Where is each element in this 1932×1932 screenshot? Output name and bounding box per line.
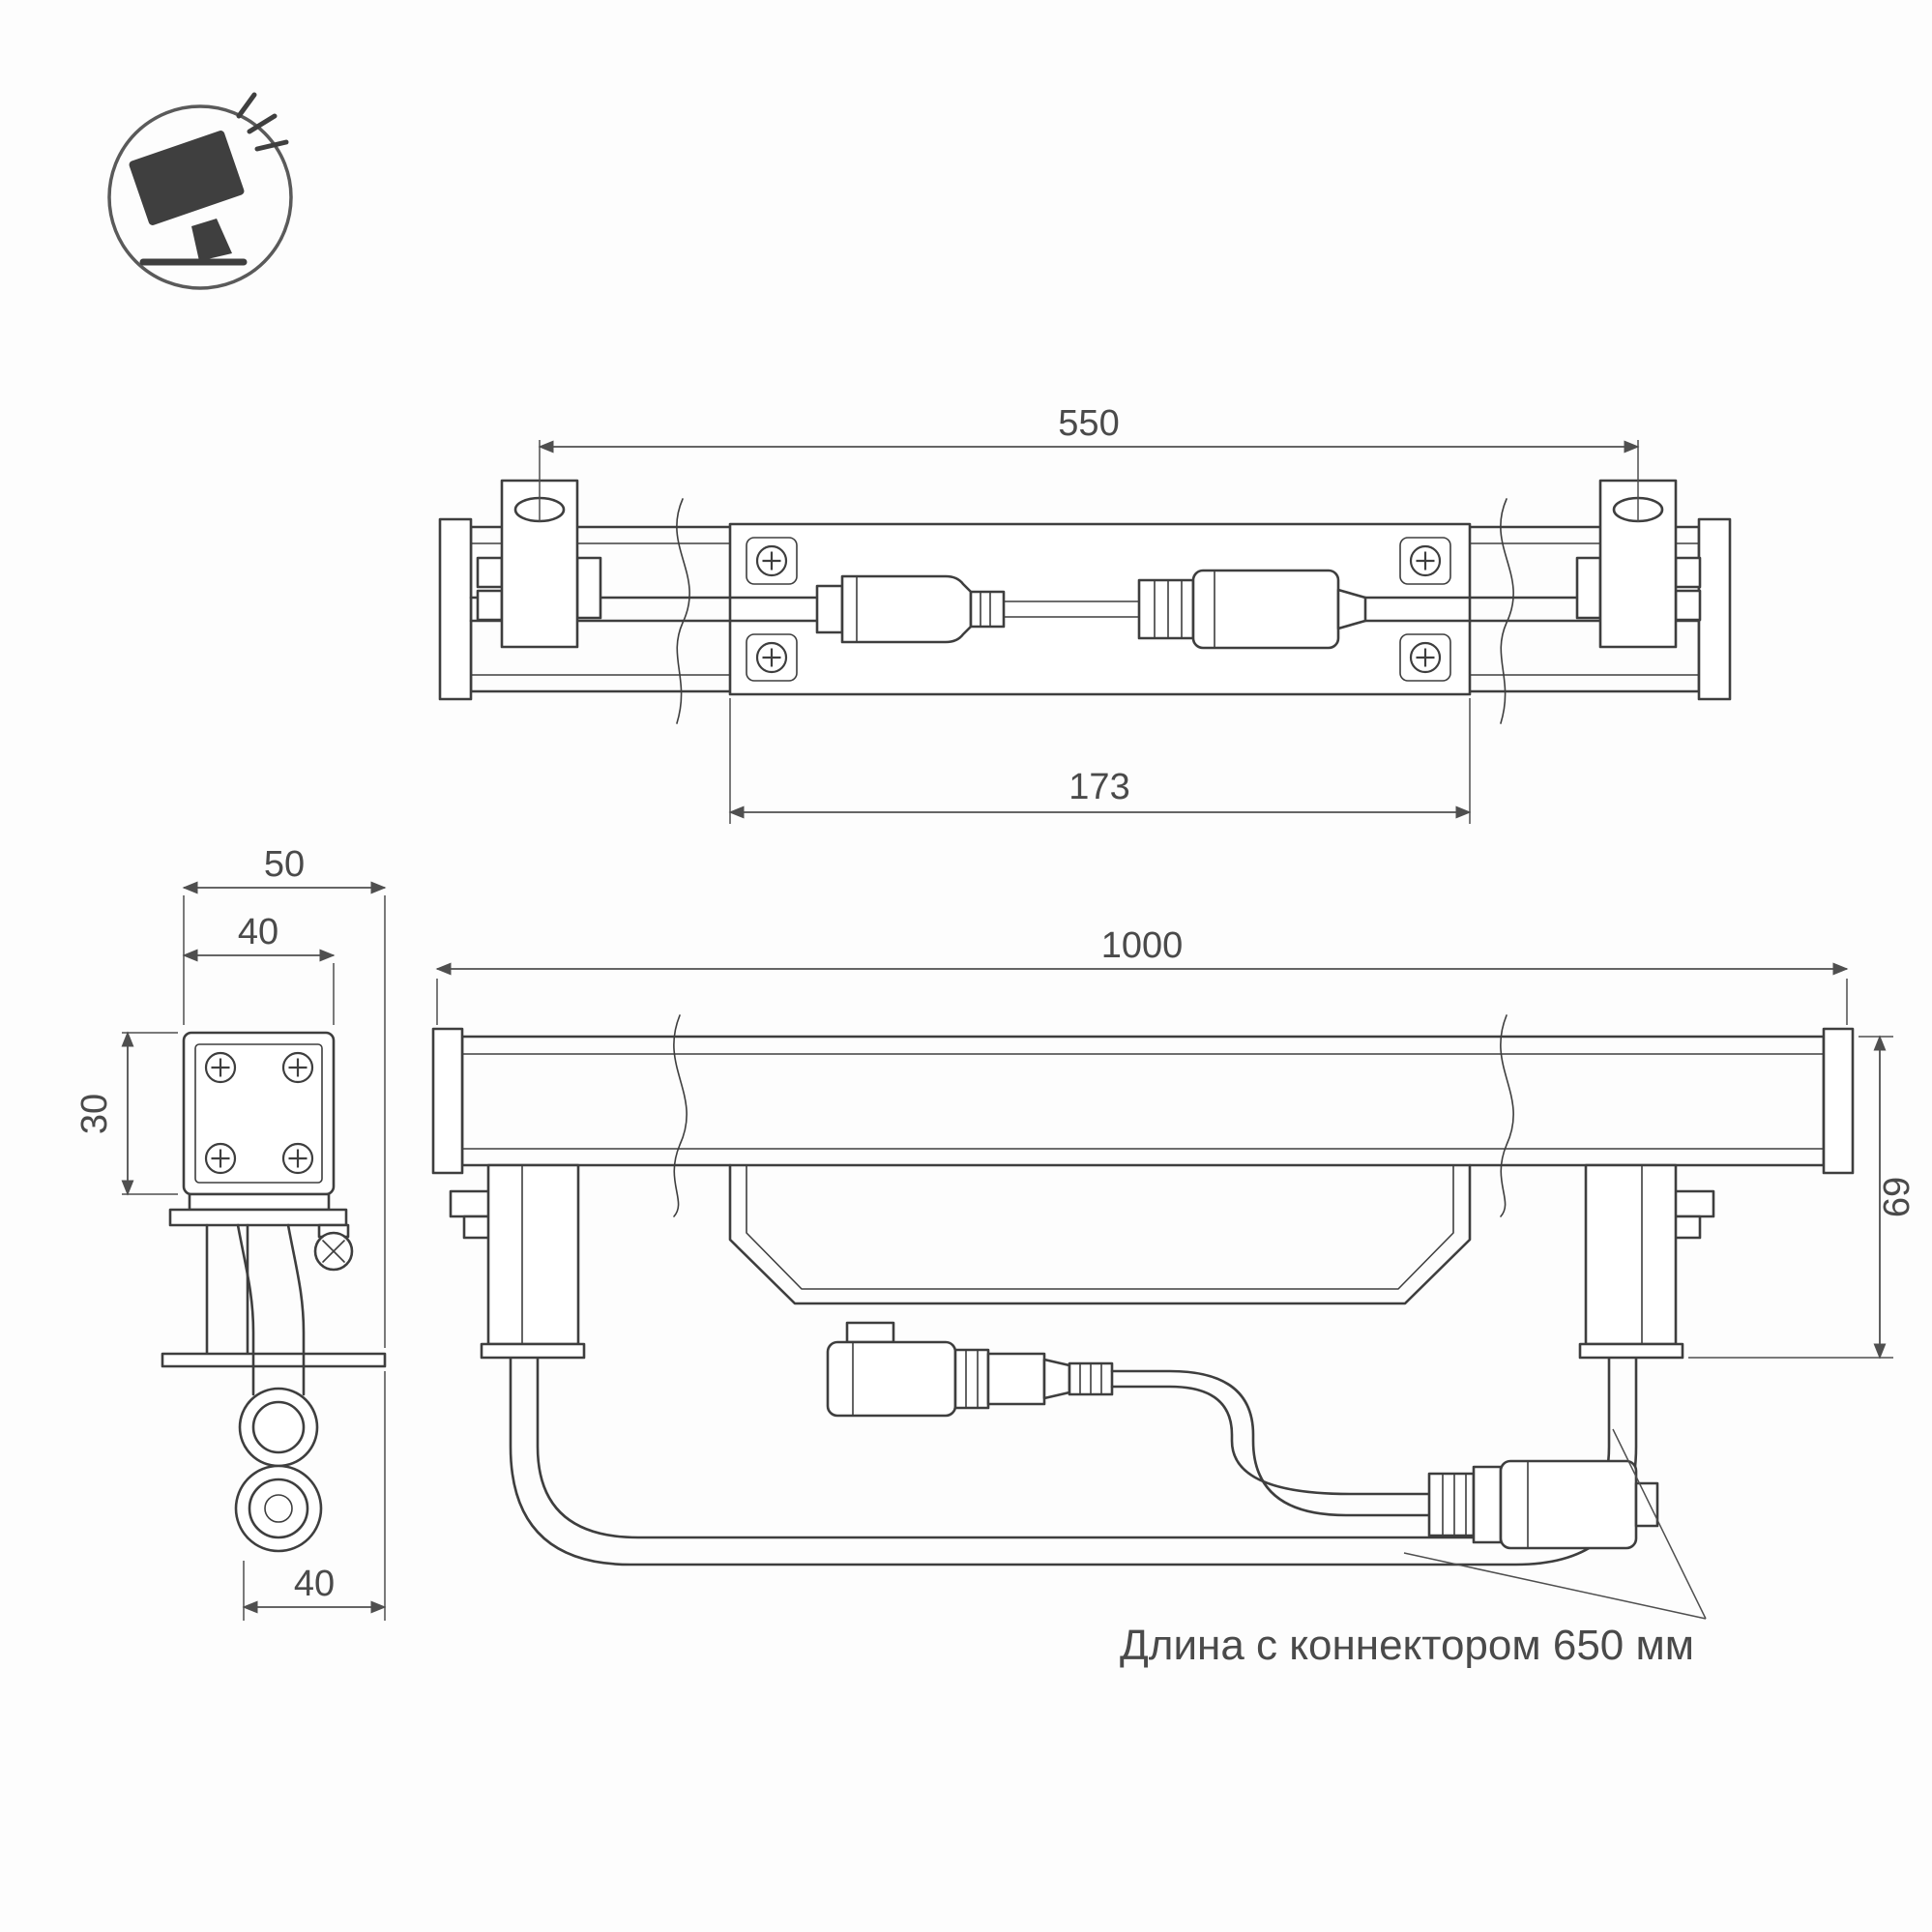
- screw-icon: [1409, 641, 1442, 674]
- dim-label-173: 173: [1068, 767, 1129, 807]
- screw-icon: [204, 1051, 237, 1084]
- screw-icon: [281, 1142, 314, 1175]
- break-line: [1500, 498, 1514, 724]
- bottom-connector: [1427, 1459, 1659, 1550]
- bracket-foot-side: [161, 1352, 387, 1368]
- break-line: [673, 1014, 688, 1217]
- profile-body: [182, 1031, 336, 1196]
- break-line: [676, 498, 690, 724]
- screw-icon: [755, 544, 788, 577]
- plate-corner-screws: [746, 537, 1451, 682]
- dimension-1000: 1000: [435, 925, 1849, 1025]
- dim-label-30: 30: [74, 1094, 115, 1134]
- screw-icon: [281, 1051, 314, 1084]
- dimension-550: 550: [538, 403, 1640, 522]
- dimension-40-top: 40: [182, 912, 336, 1025]
- screw-icon: [1409, 544, 1442, 577]
- cable-side-view: [234, 1223, 323, 1553]
- dim-label-550: 550: [1058, 403, 1119, 444]
- floodlight-foot-icon: [191, 219, 232, 261]
- bracket-left-top: [476, 479, 602, 649]
- male-connector-top: [815, 574, 1006, 644]
- dim-label-50: 50: [264, 844, 305, 885]
- break-line: [1500, 1014, 1514, 1217]
- top-view: 550 173: [438, 403, 1732, 824]
- female-connector-top: [1137, 569, 1367, 650]
- end-cap-right-front: [1822, 1027, 1855, 1175]
- connector-cable: [1110, 1369, 1431, 1517]
- front-view: 1000 69: [431, 925, 1917, 1620]
- connector-length-annotation: Длина с коннектором 650 мм: [1120, 1622, 1694, 1669]
- end-cap-left-front: [431, 1027, 464, 1175]
- dimension-30: 30: [74, 1031, 178, 1196]
- side-view: 50 40 30 40: [74, 844, 387, 1621]
- bracket-right-front: [1578, 1163, 1715, 1360]
- dimension-69: 69: [1688, 1035, 1917, 1360]
- product-type-icon: [107, 92, 293, 290]
- dim-label-69: 69: [1877, 1177, 1917, 1217]
- bar-outline: [460, 1035, 1826, 1167]
- floodlight-body-icon: [129, 131, 245, 225]
- end-cap-left: [438, 517, 473, 701]
- screw-icon: [755, 641, 788, 674]
- adjustment-knob: [313, 1223, 354, 1272]
- icon-circle: [107, 104, 293, 290]
- connector-pair-front: [826, 1321, 1114, 1418]
- bracket-flange: [168, 1208, 348, 1227]
- dim-label-40-top: 40: [238, 912, 278, 952]
- bracket-arm-side: [161, 1223, 387, 1368]
- leader-lines: [1403, 1428, 1707, 1620]
- dimension-173: 173: [728, 698, 1472, 824]
- dim-label-40-bottom: 40: [294, 1564, 335, 1604]
- screw-icon: [204, 1142, 237, 1175]
- end-cap-right: [1697, 517, 1732, 701]
- dimension-40-bottom: 40: [242, 1371, 387, 1621]
- dimension-50: 50: [182, 844, 387, 1348]
- light-rays-icon: [236, 92, 289, 152]
- bracket-left-front: [449, 1163, 586, 1360]
- dim-label-1000: 1000: [1101, 925, 1184, 966]
- driver-housing: [728, 1163, 1472, 1305]
